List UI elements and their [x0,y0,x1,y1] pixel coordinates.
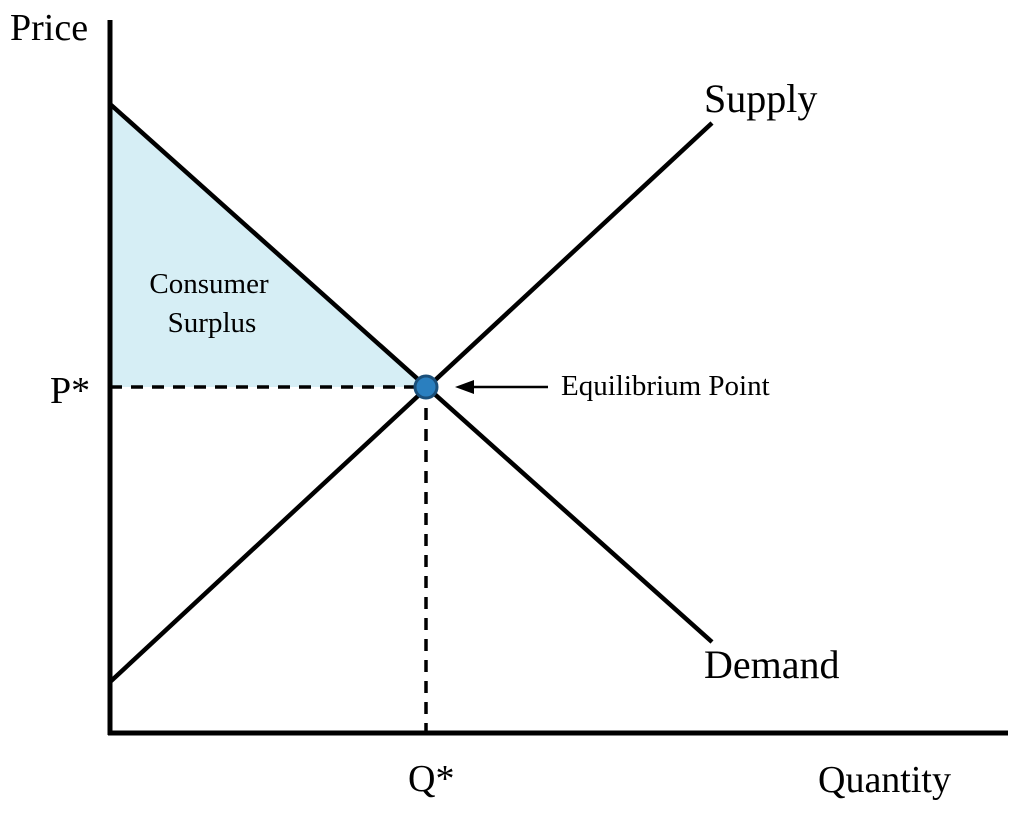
y-axis-label: Price [10,7,88,49]
demand-curve [108,102,714,644]
supply-label: Supply [704,76,817,121]
demand-label: Demand [704,642,840,687]
consumer-surplus-label-line2: Surplus [168,307,257,339]
equilibrium-arrow-head-icon [455,380,474,394]
quantity-star-label: Q* [408,758,454,800]
consumer-surplus-label-line1: Consumer [149,268,269,300]
equilibrium-point-label: Equilibrium Point [561,370,770,402]
equilibrium-point-marker [413,374,439,400]
x-axis-label: Quantity [818,759,951,801]
price-star-label: P* [50,370,90,412]
supply-curve [108,121,714,684]
